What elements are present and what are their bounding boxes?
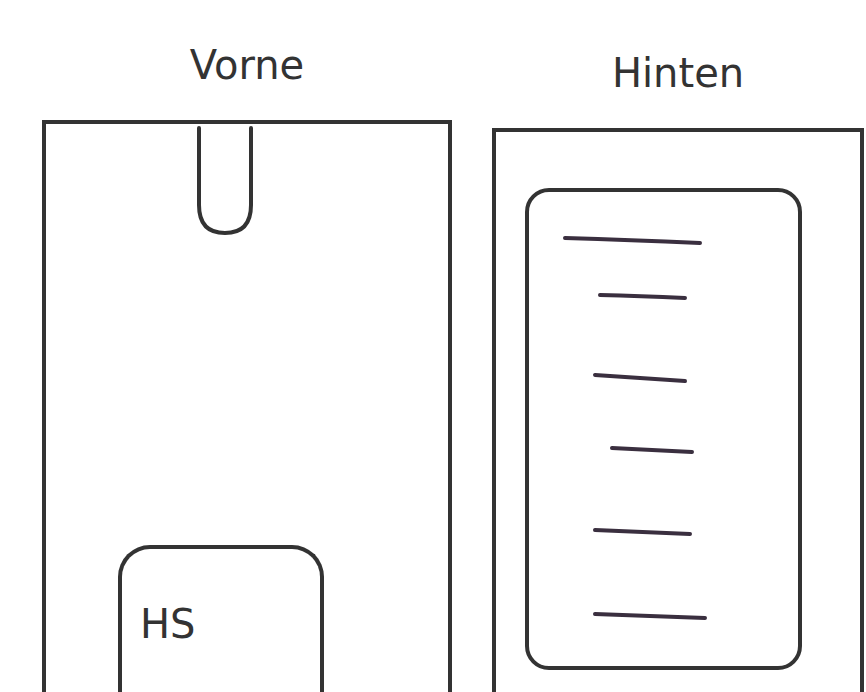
box-heading: Hinten: [496, 50, 860, 96]
panel-line: [595, 614, 705, 618]
u-shape: [199, 128, 251, 233]
frame-box: VorneHS: [42, 120, 452, 692]
inner-panel: [527, 190, 800, 668]
panel-line: [600, 295, 685, 298]
rounded-box: HS: [118, 545, 324, 692]
panel-line: [612, 448, 692, 452]
box-heading: Vorne: [46, 42, 448, 88]
panel-line: [595, 375, 685, 381]
panel-line: [565, 238, 700, 243]
frame-box: Hinten: [492, 128, 864, 692]
panel-line: [595, 530, 690, 534]
box-label: HS: [140, 601, 195, 647]
panel-lines: [565, 238, 705, 618]
